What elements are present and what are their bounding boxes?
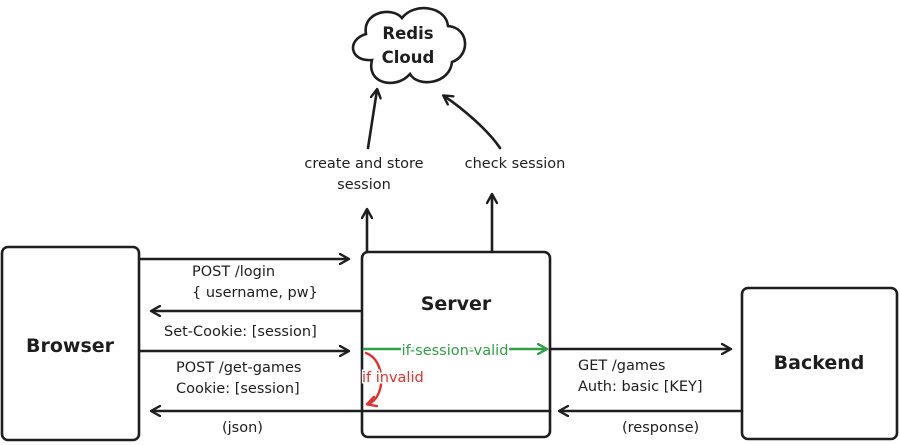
text-line: create and store	[304, 156, 423, 172]
text-line: Auth: basic [KEY]	[578, 379, 703, 395]
text-line: POST /get-games	[176, 360, 301, 376]
backend-box	[740, 286, 899, 441]
cloud-shape	[351, 6, 467, 85]
create-session-arrow	[366, 90, 377, 150]
response-label: (response)	[622, 420, 699, 436]
server-label: Server	[421, 293, 492, 315]
if-invalid-loop-arrow	[364, 351, 383, 404]
create-session-label: create and store session	[304, 156, 423, 193]
text-line: check session	[465, 156, 566, 172]
text-line: session	[337, 177, 391, 193]
browser-box	[0, 245, 141, 442]
server-node: Server	[360, 250, 552, 439]
check-session-arrow	[444, 96, 502, 150]
browser-label: Browser	[26, 335, 115, 357]
json-label: (json)	[222, 420, 263, 436]
text-line: POST /login	[192, 264, 275, 280]
check-session-label: check session	[465, 156, 566, 172]
server-box	[360, 250, 552, 439]
set-cookie-label: Set-Cookie: [session]	[164, 324, 317, 340]
text-line: { username, pw}	[192, 285, 318, 301]
text-line: Cookie: [session]	[176, 381, 300, 397]
backend-label: Backend	[774, 352, 865, 374]
text-line: Redis	[382, 24, 433, 43]
text-line: GET /games	[578, 358, 665, 374]
if-invalid-label: if invalid	[362, 370, 424, 386]
if-session-valid-label: if-session-valid	[402, 343, 509, 359]
browser-node: Browser	[0, 245, 141, 442]
post-login-label: POST /login { username, pw}	[192, 264, 318, 301]
backend-node: Backend	[740, 286, 899, 441]
text-line: Cloud	[382, 48, 435, 67]
